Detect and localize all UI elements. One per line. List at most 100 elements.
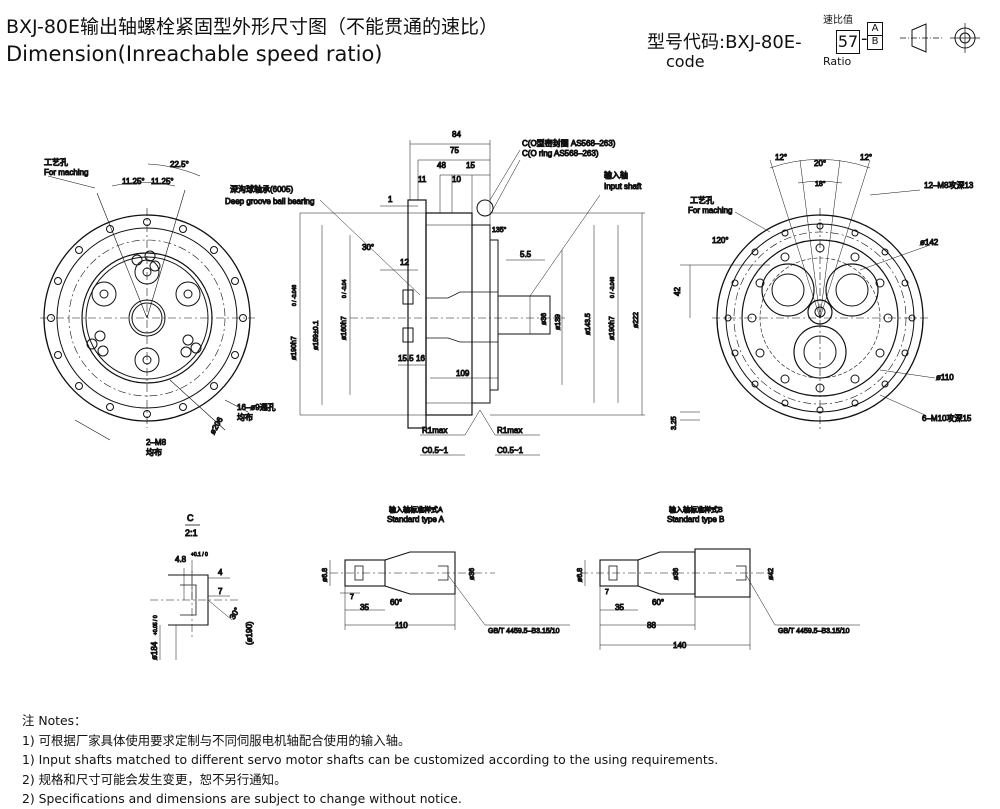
shaft-b-d36: ø36	[673, 568, 680, 580]
ab-bottom: B	[871, 36, 879, 47]
note-1-cn: 1) 可根据厂家具体使用要求定制与不同伺服电机轴配合使用的输入轴。	[22, 732, 411, 748]
back-tap-note: 12–M8攻深13	[924, 180, 974, 190]
dim-15-5: 15.5	[398, 354, 414, 363]
shaft-b-d7: 7	[605, 589, 609, 596]
dia-36: ø36	[541, 313, 548, 325]
dim-42: 42	[673, 287, 682, 296]
front-holes-note-cn: 16–ø9通孔	[237, 402, 276, 412]
front-tap-note: 2–M8	[146, 438, 167, 447]
dia-110: ø110	[936, 373, 954, 382]
ab-top: A	[868, 23, 882, 36]
model-dash: -	[861, 28, 868, 49]
shaft-b-d140: 140	[673, 641, 687, 650]
dia-189: ø189±0.1	[313, 320, 320, 350]
dia-190h7: ø190h7	[291, 336, 298, 360]
tol-190b: 0 / -0.046	[610, 277, 616, 298]
front-angle-c: 22.5°	[170, 160, 189, 169]
shaft-b-a60: 60°	[652, 598, 664, 607]
detail-dia-190: (ø190)	[245, 621, 254, 645]
detail-tol-4-8: +0.1 / 0	[191, 552, 208, 558]
detail-c	[150, 524, 240, 660]
dia-190h7-b: ø190h7	[609, 316, 616, 340]
front-angle-a: 11.25°	[122, 177, 145, 186]
shaft-a-d110: 110	[395, 621, 408, 630]
shaft-type-b	[580, 548, 860, 650]
dim-11: 11	[418, 175, 427, 184]
front-diameter: ø206	[208, 415, 225, 436]
front-view	[40, 163, 255, 441]
front-process-hole-cn: 工艺孔	[44, 158, 68, 167]
shaft-b-title-en: Standard type B	[667, 515, 724, 524]
note-1-en: 1) Input shafts matched to different ser…	[22, 752, 719, 767]
dim-12: 12	[400, 258, 409, 267]
shaft-type-a	[329, 551, 570, 630]
note-2-en: 2) Specifications and dimensions are sub…	[22, 791, 462, 806]
front-angle-b: 11.25°	[151, 177, 174, 186]
dia-143-5: ø143.5	[585, 313, 592, 335]
input-shaft-cn: 输入轴	[604, 170, 628, 180]
front-process-hole-en: For maching	[44, 168, 88, 177]
shaft-a-title-cn: 输入轴标准样式A	[389, 505, 443, 514]
ratio-value-box: 57	[836, 30, 860, 54]
r1max-right: R1max	[497, 426, 522, 435]
dim-1: 1	[388, 195, 393, 204]
projection-symbol-icon	[900, 23, 980, 53]
shaft-a-a60: 60°	[390, 598, 402, 607]
dim-10: 10	[452, 175, 461, 184]
shaft-a-title-en: Standard type A	[387, 515, 445, 524]
back-inner-holes	[747, 243, 893, 393]
notes-block: 注 Notes： 1) 可根据厂家具体使用要求定制与不同伺服电机轴配合使用的输入…	[22, 711, 718, 809]
back-process-hole-en: For maching	[688, 206, 732, 215]
angle-12b: 12°	[860, 153, 872, 162]
shaft-a-d36: ø36	[469, 568, 476, 580]
detail-dim-4: 4	[218, 568, 223, 577]
front-bolt-holes	[47, 218, 247, 418]
shaft-b-d6-8: ø6.8	[577, 568, 584, 582]
shaft-a-d7: 7	[350, 594, 354, 601]
detail-tol-184: +0.05 / 0	[153, 615, 159, 635]
notes-heading: 注 Notes：	[22, 713, 87, 728]
shaft-b-d88: 88	[647, 621, 656, 630]
front-holes-note-en: 均布	[237, 412, 253, 422]
bearing-en: Deep groove ball bearing	[225, 197, 314, 206]
shaft-b-standard: GB/T 4459.5–B3.15/10	[778, 628, 850, 635]
shaft-b-d42: ø42	[768, 568, 775, 580]
tol-190: 0 / -0.046	[292, 285, 298, 306]
angle-120: 120°	[712, 236, 729, 245]
chamfer-left: C0.5~1	[422, 446, 449, 455]
detail-dia-184: ø184	[150, 641, 159, 660]
detail-dim-4-8: 4.8	[175, 555, 187, 564]
dim-15: 15	[466, 161, 475, 170]
dim-3-25: 3.25	[671, 416, 678, 430]
model-code-prefix: 型号代码:BXJ-80E-	[647, 32, 802, 53]
oring-en: C(O ring AS568–263)	[522, 149, 599, 158]
title-en: Dimension(Inreachable speed ratio)	[6, 42, 383, 66]
side-view	[299, 140, 645, 456]
tol-160: 0 / -0.04	[342, 279, 348, 298]
code-label: code	[666, 52, 705, 71]
shaft-a-standard: GB/T 4459.5–B3.15/10	[488, 628, 560, 635]
front-tap-note2: 均布	[146, 447, 162, 457]
detail-c-label: C	[187, 513, 194, 523]
chamfer-right: C0.5~1	[497, 446, 524, 455]
detail-angle-30: 30°	[228, 606, 242, 621]
dia-160h7: ø160h7	[341, 316, 348, 340]
input-shaft-en: Input shaft	[604, 182, 642, 191]
shaft-a-d6-8: ø6.8	[322, 568, 329, 582]
angle-18: 18°	[815, 180, 826, 188]
dim-48: 48	[437, 161, 446, 170]
shaft-b-d35: 35	[615, 603, 624, 612]
dia-139: ø139	[555, 314, 562, 330]
dim-5-5: 5.5	[520, 250, 532, 259]
angle-12a: 12°	[775, 153, 787, 162]
r1max-left: R1max	[422, 426, 447, 435]
shaft-b-title-cn: 输入轴标准样式B	[669, 505, 723, 514]
shaft-a-d35: 35	[360, 603, 369, 612]
title-cn: BXJ-80E输出轴螺栓紧固型外形尺寸图（不能贯通的速比）	[6, 16, 499, 38]
note-2-cn: 2) 规格和尺寸可能会发生变更，恕不另行通知。	[22, 771, 287, 787]
dia-222: ø222	[633, 312, 640, 328]
back-perimeter-holes	[724, 222, 916, 414]
back-process-hole-cn: 工艺孔	[690, 196, 714, 205]
dia-142: ø142	[920, 238, 939, 247]
detail-c-scale: 2:1	[185, 528, 198, 538]
